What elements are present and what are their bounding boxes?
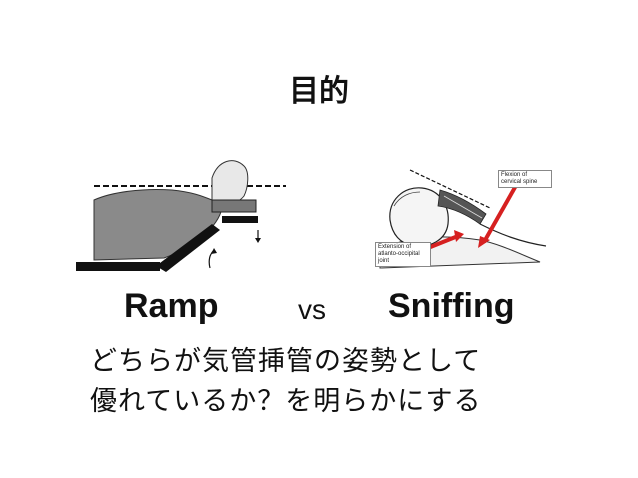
vs-label: vs bbox=[298, 294, 326, 325]
ramp-position-illustration bbox=[76, 160, 286, 272]
slide-title: 目的 bbox=[289, 74, 349, 109]
question-line-1: どちらが気管挿管の姿勢として bbox=[90, 346, 482, 377]
extension-note: Extension of atlanto-occipital joint bbox=[375, 242, 431, 267]
research-question: どちらが気管挿管の姿勢として 優れているか？を明らかにする bbox=[90, 342, 560, 422]
question-line-2: 優れているか？を明らかにする bbox=[90, 386, 482, 417]
ramp-label: Ramp bbox=[124, 287, 219, 325]
sniffing-label: Sniffing bbox=[388, 287, 515, 325]
flexion-note: Flexion of cervical spine bbox=[498, 170, 552, 188]
